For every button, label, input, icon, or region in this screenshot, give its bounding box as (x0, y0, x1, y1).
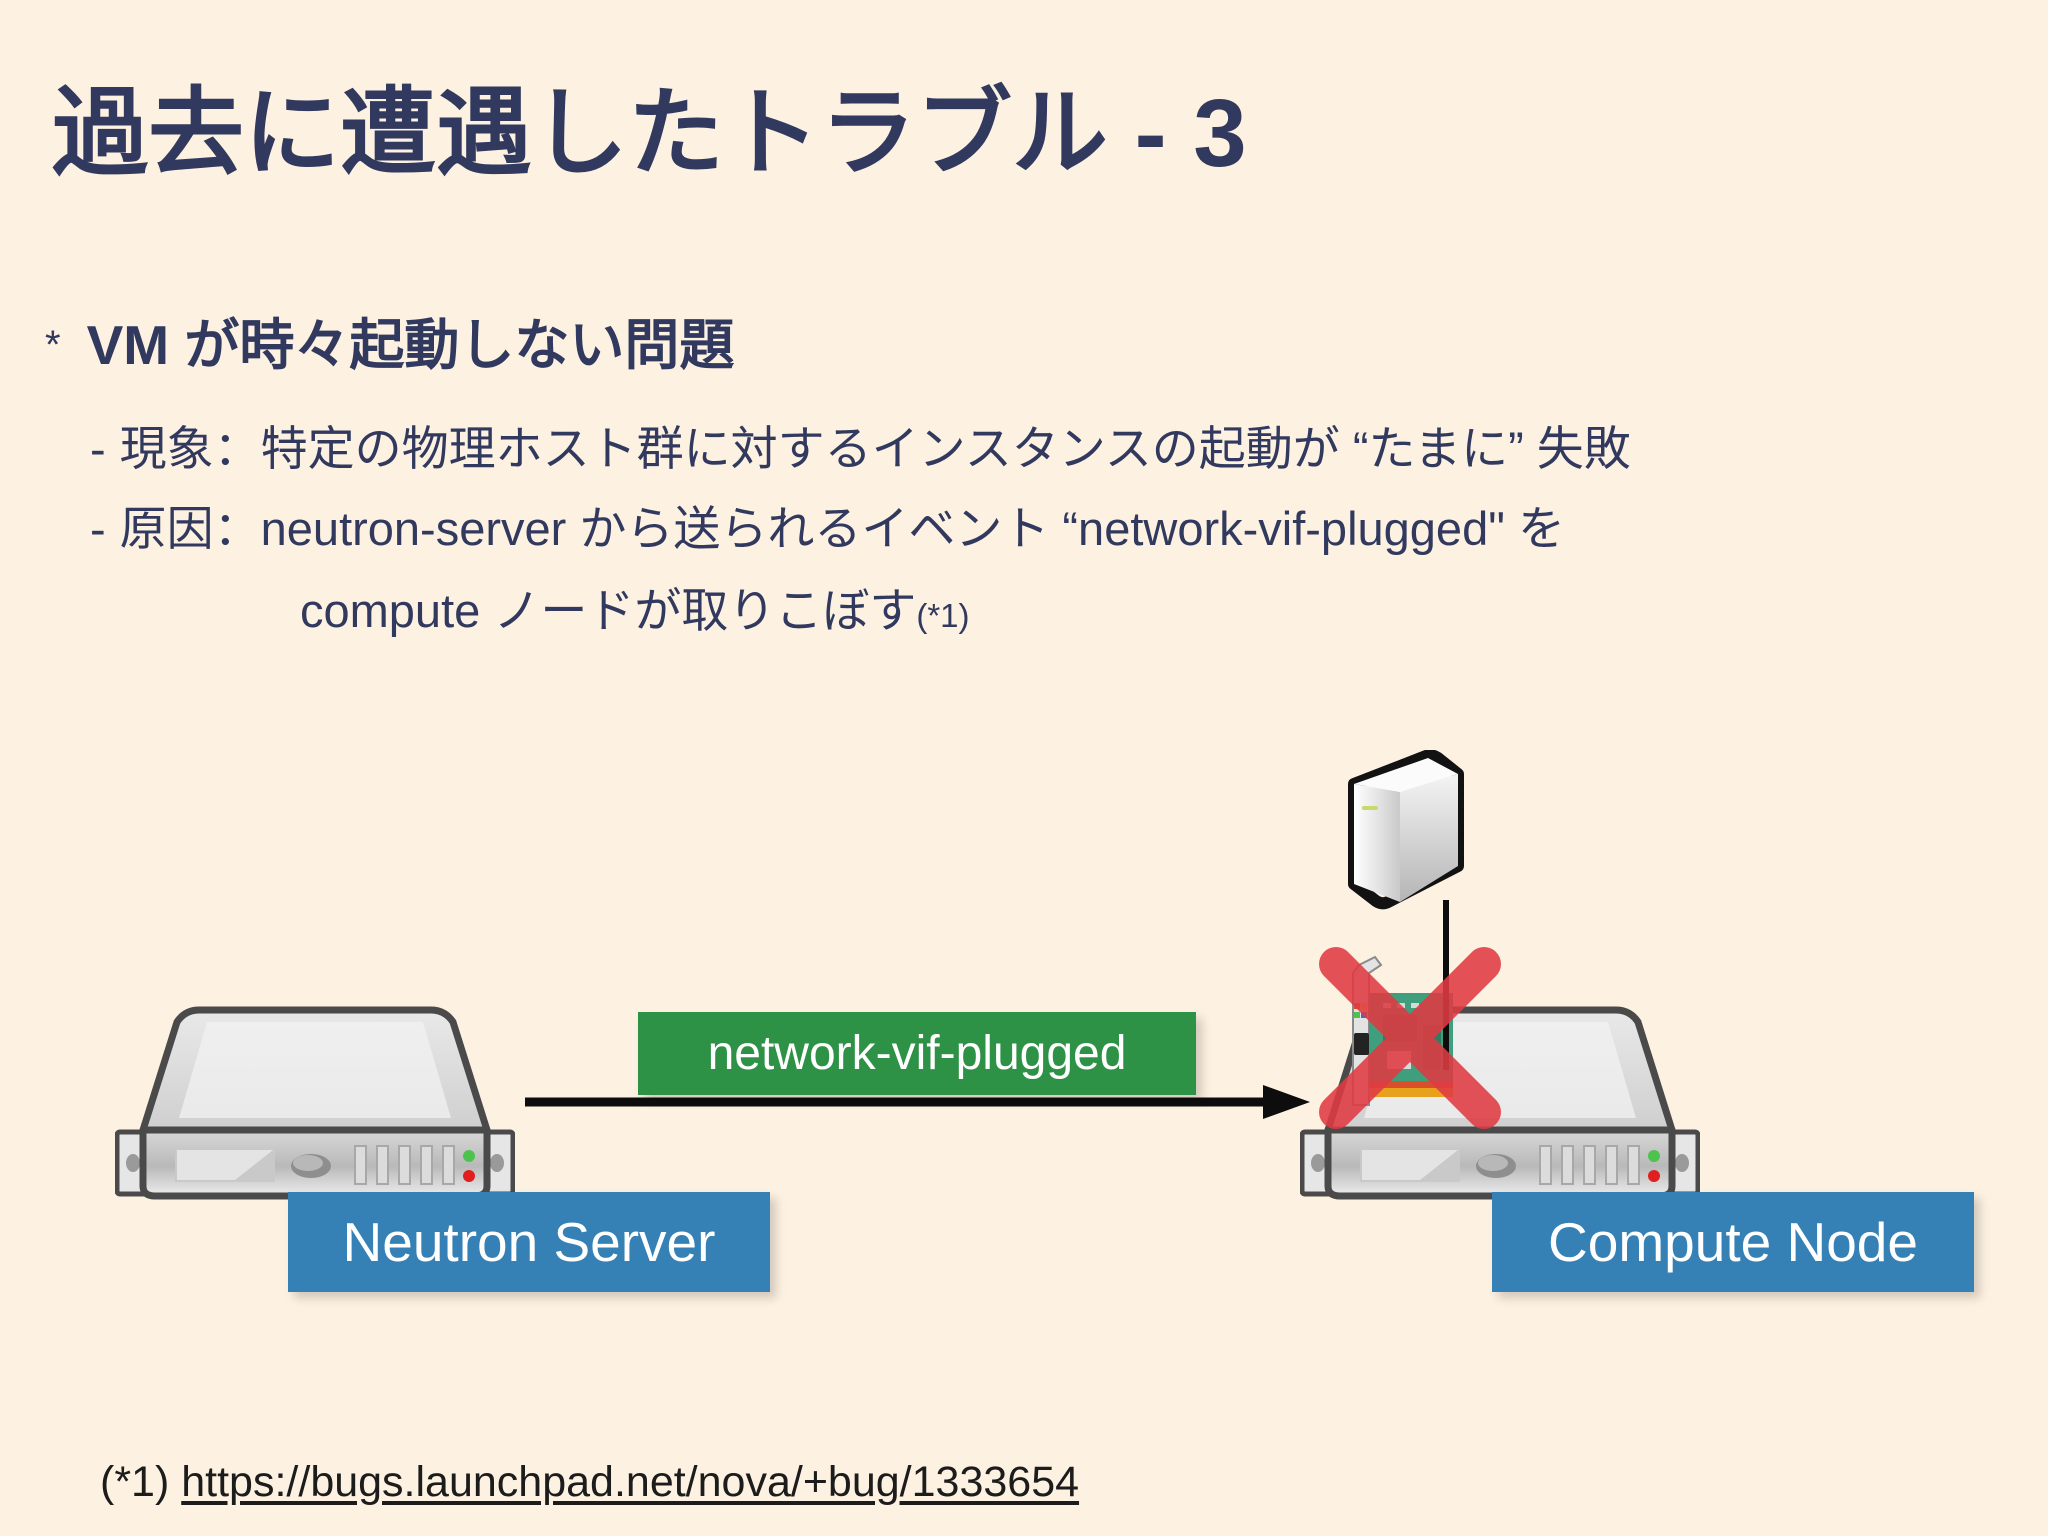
sub-bullet-cause-text: 原因：neutron-server から送られるイベント “network-vi… (119, 502, 1565, 555)
bullet-primary-text: VM が時々起動しない問題 (86, 314, 735, 376)
sub-bullet-cause-continuation: compute ノードが取りこぼす(*1) (300, 572, 970, 641)
footnote-ref-marker: (*1) (916, 597, 970, 634)
sub-bullet-symptom-text: 現象：特定の物理ホスト群に対するインスタンスの起動が “たまに” 失敗 (119, 422, 1631, 475)
red-x-icon (1310, 938, 1510, 1138)
right-arrow-icon (525, 1085, 1310, 1119)
bullet-item-primary: * VM が時々起動しない問題 (45, 300, 734, 380)
node-label-neutron-server: Neutron Server (288, 1192, 770, 1292)
vm-tower-icon (1340, 749, 1470, 910)
node-label-compute-node: Compute Node (1492, 1192, 1974, 1292)
sub-bullet-marker: - (90, 502, 106, 555)
architecture-diagram (0, 700, 2048, 1340)
bullet-marker-asterisk: * (45, 323, 61, 367)
footnote-marker: (*1) (100, 1458, 170, 1506)
sub-bullet-marker: - (90, 422, 106, 475)
sub-bullet-cause: -原因：neutron-server から送られるイベント “network-v… (90, 490, 1565, 559)
footnote-link[interactable]: https://bugs.launchpad.net/nova/+bug/133… (181, 1458, 1080, 1506)
rack-server-icon-neutron (114, 990, 516, 1210)
sub-bullet-symptom: -現象：特定の物理ホスト群に対するインスタンスの起動が “たまに” 失敗 (90, 410, 1631, 479)
page-title: 過去に遭遇したトラブル - 3 (52, 80, 1247, 187)
footnote: (*1) https://bugs.launchpad.net/nova/+bu… (100, 1458, 1079, 1507)
sub-bullet-cause-continuation-text: compute ノードが取りこぼす (300, 584, 917, 637)
message-label-network-vif-plugged: network-vif-plugged (638, 1012, 1196, 1095)
